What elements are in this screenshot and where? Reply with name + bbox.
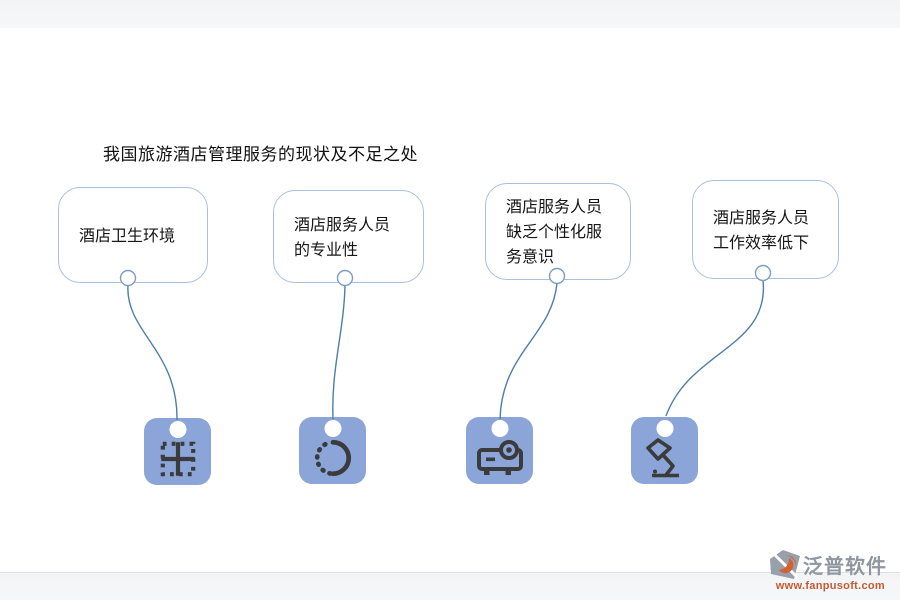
icon-tile-1	[144, 418, 211, 485]
projector-icon	[476, 440, 523, 475]
callout-label: 酒店服务人员缺乏个性化服务意识	[506, 197, 603, 266]
fanpu-logo-icon	[770, 550, 800, 579]
all-borders-icon	[160, 441, 195, 477]
watermark-url: www.fanpusoft.com	[775, 580, 885, 592]
callout-label: 酒店服务人员的专业性	[294, 214, 391, 259]
watermark-brand: 泛普软件	[803, 556, 887, 578]
connector-endpoint	[656, 420, 673, 437]
callout-box-efficiency: 酒店服务人员工作效率低下	[692, 180, 839, 279]
page-bottom-band	[0, 572, 900, 600]
callout-box-personalized-service: 酒店服务人员缺乏个性化服务意识	[485, 183, 631, 280]
callout-label: 酒店卫生环境	[79, 225, 176, 245]
watermark: 泛普软件 www.fanpusoft.com	[769, 549, 887, 592]
slide-canvas: 我国旅游酒店管理服务的现状及不足之处 酒店卫生环境 酒店服务人员的专业性 酒店服…	[0, 28, 900, 571]
connector-endpoint	[491, 420, 508, 437]
icon-tile-2	[299, 417, 366, 484]
callout-label: 酒店服务人员工作效率低下	[713, 207, 810, 252]
connector-line	[665, 279, 764, 417]
connector-line	[127, 284, 178, 421]
callout-box-hygiene: 酒店卫生环境	[58, 187, 208, 283]
slide-title: 我国旅游酒店管理服务的现状及不足之处	[103, 145, 418, 165]
callout-box-professionalism: 酒店服务人员的专业性	[273, 190, 424, 283]
connector-endpoint	[324, 420, 341, 437]
connector-line	[332, 284, 346, 420]
desk-lamp-icon	[645, 438, 679, 478]
connector-line	[499, 282, 558, 420]
connector-endpoint	[169, 421, 186, 438]
connector-overlay	[119, 264, 772, 421]
page-top-band	[0, 0, 900, 29]
progress-circle-icon	[314, 439, 351, 477]
icon-tile-4	[631, 417, 698, 484]
icon-tile-3	[466, 417, 533, 484]
